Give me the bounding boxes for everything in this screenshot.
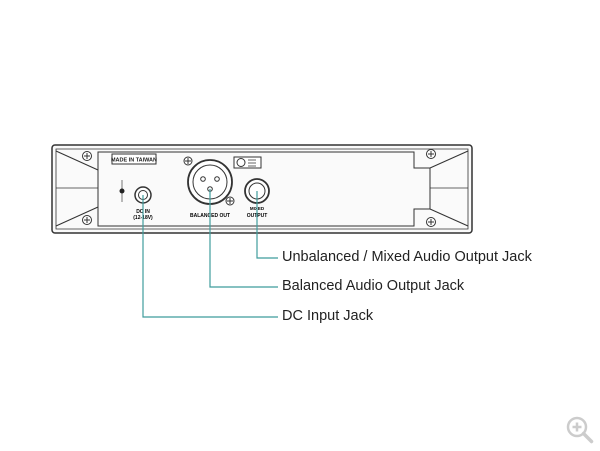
callout-line-dc — [142, 195, 278, 318]
callout-line-balanced — [209, 189, 278, 288]
made-in-label-box — [111, 153, 157, 165]
zoom-in-icon[interactable] — [564, 414, 596, 446]
made-in-label: MADE IN TAIWAN — [111, 158, 157, 164]
callout-lines — [142, 189, 278, 318]
callout-balanced-output: Balanced Audio Output Jack — [282, 278, 465, 294]
screws — [82, 149, 436, 227]
callout-dc-input: DC Input Jack — [282, 308, 374, 324]
ground-lift-switch — [233, 156, 262, 169]
xlr-balanced-jack — [187, 159, 233, 205]
polarity-symbol — [119, 180, 125, 202]
callout-mixed-output: Unbalanced / Mixed Audio Output Jack — [282, 249, 532, 265]
callout-line-mixed — [256, 191, 278, 259]
